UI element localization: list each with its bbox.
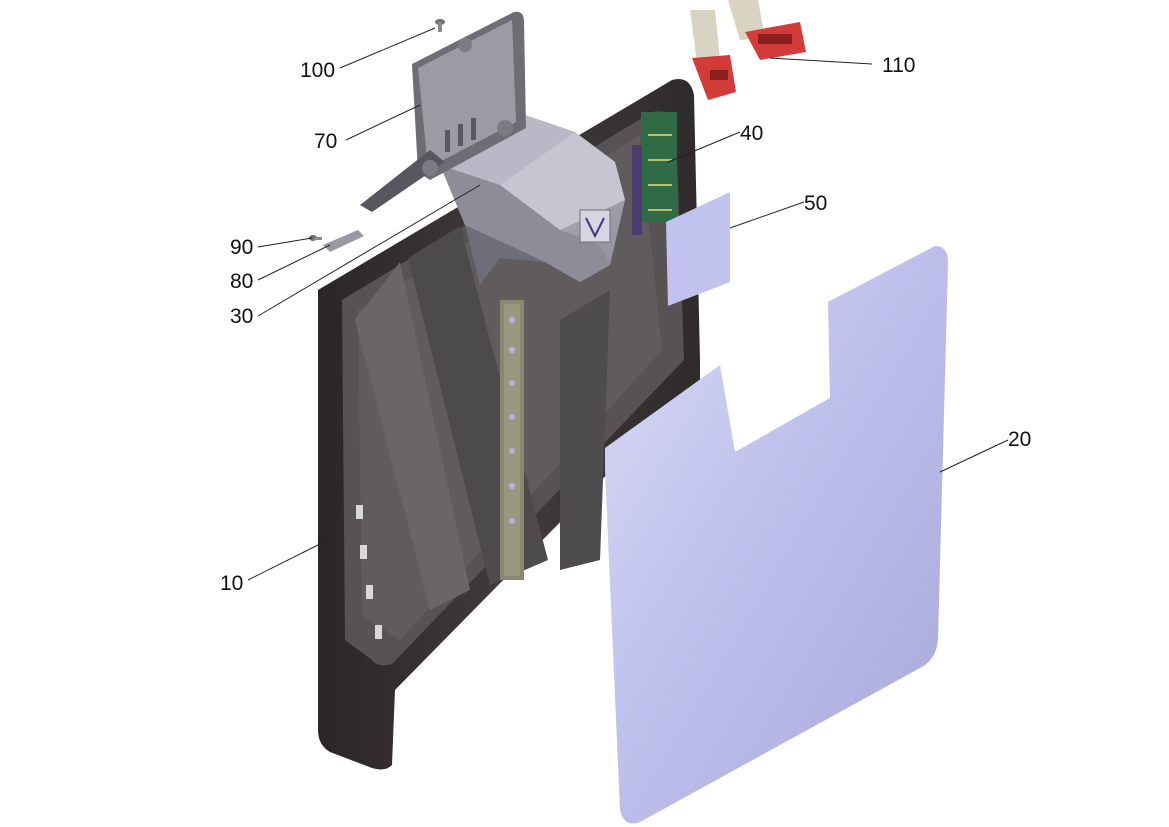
leader-110 bbox=[769, 57, 873, 65]
screw-top-part bbox=[435, 19, 445, 32]
label-30: 30 bbox=[230, 305, 253, 328]
cable-connector-part bbox=[690, 0, 806, 100]
label-80: 80 bbox=[230, 270, 253, 293]
leader-20 bbox=[939, 439, 1009, 473]
leader-10 bbox=[247, 539, 329, 581]
sensor-head-part bbox=[440, 115, 625, 285]
pad-part bbox=[666, 192, 730, 306]
cover-panel-part bbox=[605, 246, 948, 824]
label-110: 110 bbox=[882, 54, 915, 77]
leader-lines bbox=[247, 27, 1009, 581]
leader-50 bbox=[729, 201, 805, 229]
clip-part bbox=[323, 230, 364, 252]
leader-90 bbox=[257, 237, 313, 248]
callout-labels: 100 70 40 110 50 90 80 30 20 10 bbox=[220, 54, 1031, 595]
label-40: 40 bbox=[740, 122, 763, 145]
label-20: 20 bbox=[1008, 428, 1031, 451]
label-90: 90 bbox=[230, 236, 253, 259]
leader-80 bbox=[257, 244, 331, 281]
label-50: 50 bbox=[804, 192, 827, 215]
label-70: 70 bbox=[314, 130, 337, 153]
label-100: 100 bbox=[300, 59, 335, 82]
leader-40 bbox=[667, 131, 741, 163]
circuit-board-part bbox=[632, 112, 677, 235]
leader-70 bbox=[345, 104, 421, 141]
screw-small-part bbox=[309, 235, 322, 241]
mounting-bracket-part bbox=[360, 11, 526, 212]
label-10: 10 bbox=[220, 572, 243, 595]
leader-100 bbox=[339, 27, 436, 69]
leader-30 bbox=[257, 184, 481, 317]
